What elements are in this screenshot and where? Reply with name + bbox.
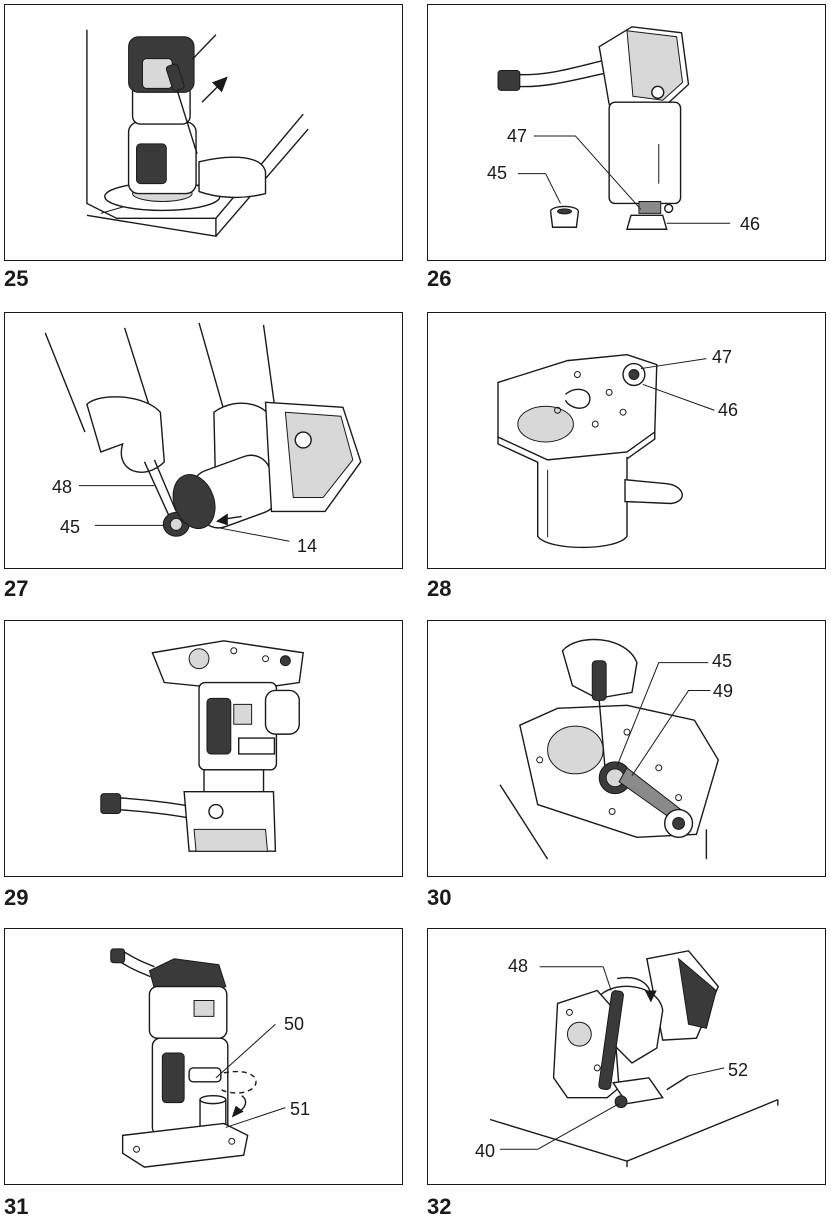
callout-48: 48 [52,477,73,497]
callout-47: 47 [507,126,528,146]
figure-28-illustration [428,313,825,568]
figure-number: 26 [427,266,452,291]
callout-45: 45 [60,517,81,537]
figure-number: 32 [427,1194,452,1219]
figure-27-illustration [5,313,402,568]
figure-29-panel [4,620,403,877]
figure-32-panel [427,928,826,1185]
callout-47: 47 [712,347,733,367]
callout-51: 51 [290,1099,311,1119]
figure-29-illustration [5,621,402,876]
figure-number: 29 [4,885,29,910]
figure-number: 31 [4,1194,29,1219]
figure-31-panel [4,928,403,1185]
callout-50: 50 [284,1014,305,1034]
figure-30-panel [427,620,826,877]
callout-46: 46 [718,400,739,420]
callout-48: 48 [508,956,529,976]
figure-number: 25 [4,266,29,291]
figure-number: 30 [427,885,452,910]
figure-number: 27 [4,576,29,601]
figure-25-illustration [5,5,402,260]
figure-32-illustration [428,929,825,1184]
callout-46: 46 [740,214,761,234]
callout-49: 49 [713,681,734,701]
callout-14: 14 [297,536,318,556]
callout-40: 40 [475,1141,496,1161]
figure-26-panel [427,4,826,261]
figure-25-panel [4,4,403,261]
callout-45: 45 [712,651,733,671]
figure-26-illustration [428,5,825,260]
callout-45: 45 [487,163,508,183]
callout-52: 52 [728,1060,749,1080]
figure-30-illustration [428,621,825,876]
figure-28-panel [427,312,826,569]
figure-number: 28 [427,576,452,601]
figure-31-illustration [5,929,402,1184]
figure-27-panel [4,312,403,569]
